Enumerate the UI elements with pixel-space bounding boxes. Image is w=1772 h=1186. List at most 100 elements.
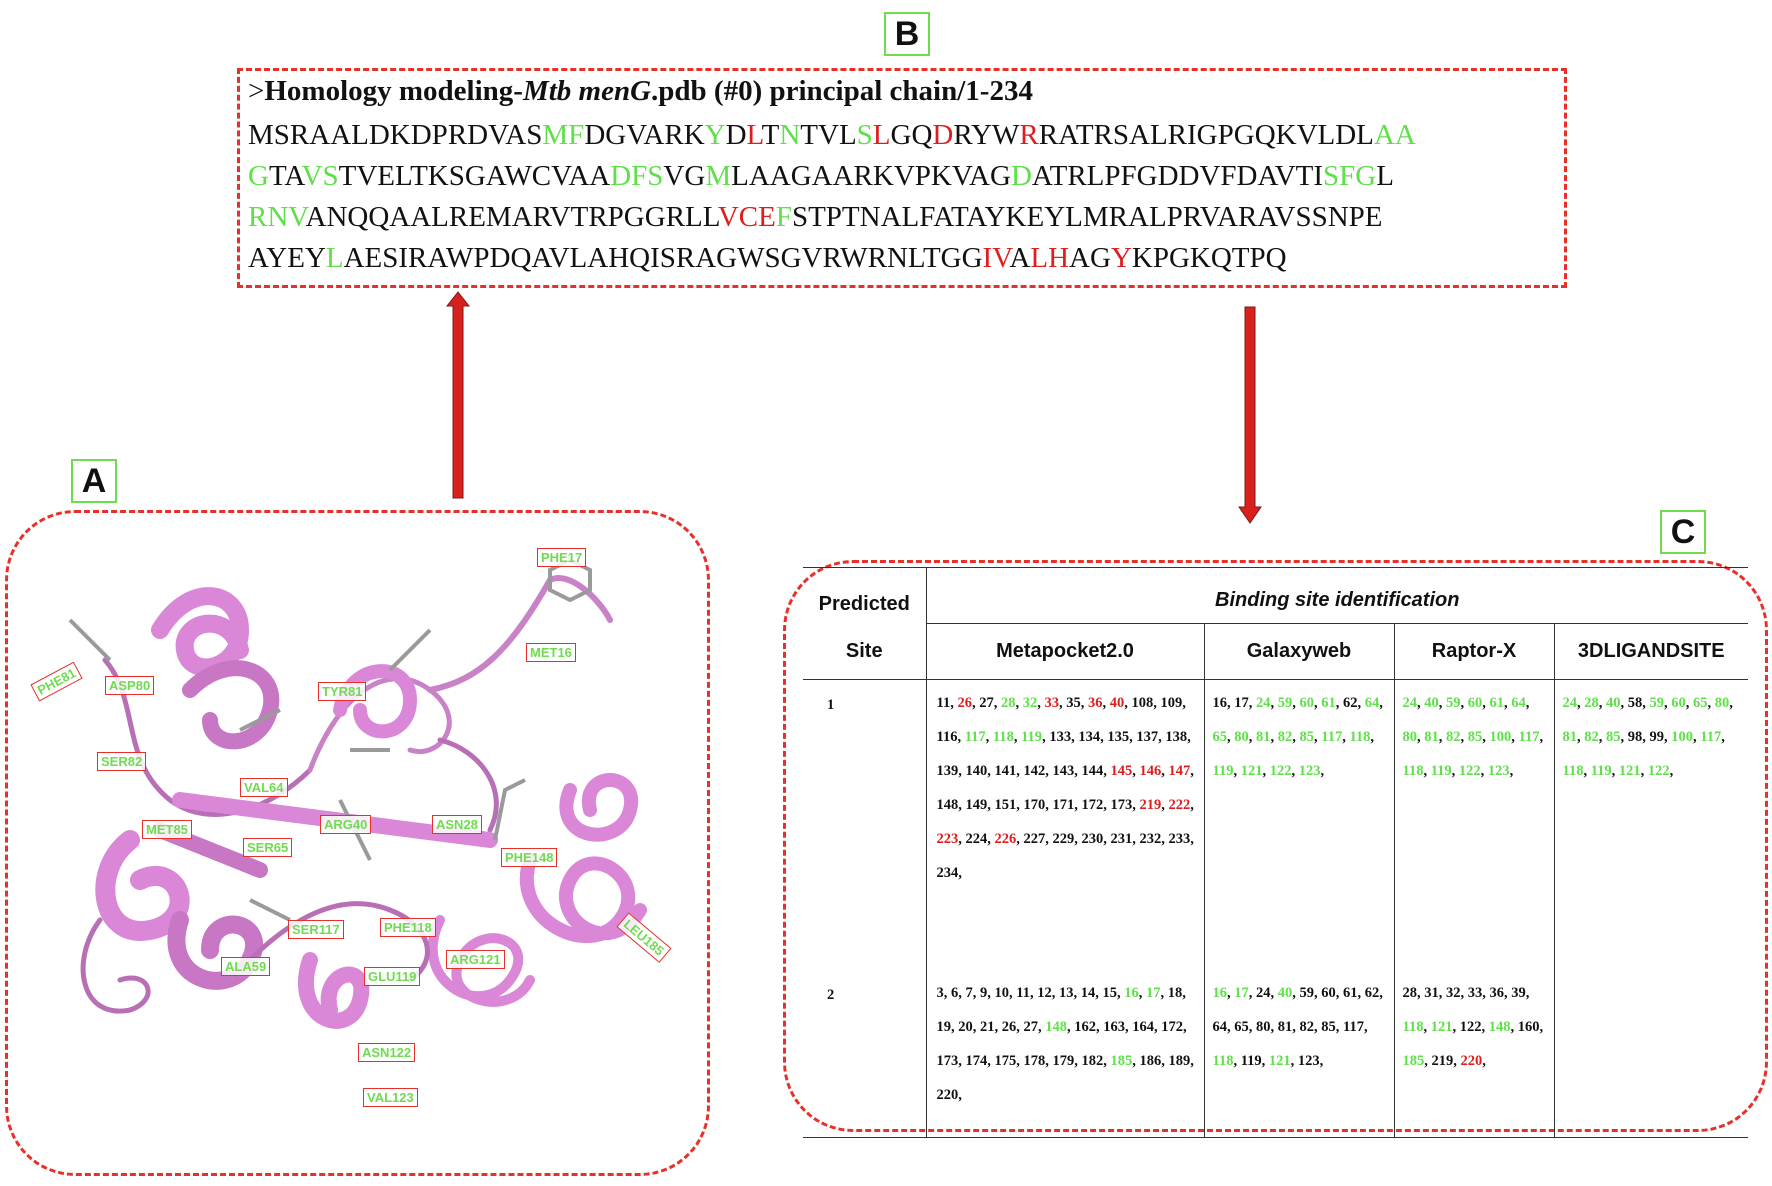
residue-separator: ,: [1080, 695, 1088, 711]
residue-number: 16: [1212, 984, 1228, 1001]
residue-separator: ,: [1342, 729, 1350, 745]
site-residues: 24, 40, 59, 60, 61, 64, 80, 81, 82, 85, …: [1394, 679, 1555, 970]
sequence-segment: STPTNALFATAYKEYLMRALPRVARAVSSNPE: [791, 201, 1383, 233]
residue-number: 65: [1234, 1018, 1249, 1035]
residue-separator: ,: [1539, 1018, 1544, 1035]
residue-separator: ,: [1511, 729, 1519, 745]
residue-separator: ,: [1074, 1052, 1082, 1069]
residue-separator: ,: [1233, 763, 1241, 779]
residue-separator: ,: [1074, 797, 1082, 813]
ribbon-loop: [437, 737, 499, 833]
residue-separator: ,: [1132, 763, 1140, 779]
residue-number: 40: [1424, 695, 1439, 711]
residue-separator: ,: [958, 797, 966, 813]
residue-number: 40: [1277, 984, 1293, 1001]
residue-separator: ,: [1598, 729, 1606, 745]
ribbon-helix: [333, 664, 418, 739]
residue-separator: ,: [1453, 1052, 1461, 1069]
sequence-segment: D: [932, 119, 954, 151]
residue-separator: ,: [1460, 695, 1468, 711]
residue-separator: ,: [1270, 695, 1278, 711]
residue-separator: ,: [1482, 984, 1490, 1001]
residue-separator: ,: [987, 1052, 995, 1069]
sequence-segment: M: [705, 160, 732, 192]
residue-number: 65: [1212, 729, 1228, 745]
sequence-segment: L: [325, 242, 344, 274]
residue-number: 32: [1022, 695, 1038, 711]
residue-separator: ,: [1190, 797, 1194, 813]
residue-number: 6: [951, 984, 959, 1001]
residue-number: 80: [1402, 729, 1418, 745]
residue-number: 137: [1136, 729, 1159, 745]
residue-number: 62: [1364, 984, 1380, 1001]
sequence-segment: RYW: [953, 119, 1020, 151]
sidechain: [239, 708, 281, 732]
ribbon-loop: [247, 901, 430, 983]
residue-number: 171: [1052, 797, 1075, 813]
residue-number: 138: [1165, 729, 1188, 745]
sequence-segment: KPGKQTPQ: [1131, 242, 1287, 274]
residue-number: 185: [1402, 1052, 1425, 1069]
site-residues: 3, 6, 7, 9, 10, 11, 12, 13, 14, 15, 16, …: [926, 969, 1205, 1138]
residue-number: 219: [1139, 797, 1162, 813]
residue-separator: ,: [1292, 1018, 1300, 1035]
residue-separator: ,: [1510, 1018, 1518, 1035]
residue-number: 119: [1590, 763, 1612, 779]
residue-separator: ,: [1073, 984, 1081, 1001]
residue-separator: ,: [972, 984, 980, 1001]
residue-number: 122: [1269, 763, 1292, 779]
residue-separator: ,: [1124, 695, 1132, 711]
residue-number: 186: [1139, 1052, 1162, 1069]
residue-separator: ,: [1379, 984, 1383, 1001]
binding-site-table-wrap: Predicted Binding site identification Si…: [803, 567, 1748, 1138]
residue-separator: ,: [1132, 831, 1140, 847]
sequence-segment: RATRSALRIGPGQKVLDL: [1038, 119, 1374, 151]
residue-separator: ,: [1424, 1052, 1432, 1069]
residue-number: 20: [958, 1018, 973, 1035]
residue-number: 234: [936, 865, 959, 881]
residue-separator: ,: [1045, 1052, 1053, 1069]
residue-number: 147: [1168, 763, 1191, 779]
sidechain: [493, 778, 526, 841]
residue-separator: ,: [1642, 729, 1650, 745]
residue-separator: ,: [1051, 984, 1059, 1001]
residue-label: TYR81: [318, 682, 367, 701]
residue-number: 163: [1103, 1018, 1125, 1035]
residue-separator: ,: [1504, 984, 1512, 1001]
residue-separator: ,: [1539, 729, 1544, 745]
residue-number: 145: [1110, 763, 1133, 779]
residue-separator: ,: [1058, 695, 1067, 711]
residue-number: 119: [1240, 1052, 1262, 1069]
residue-label: PHE17: [537, 548, 587, 567]
residue-separator: ,: [1262, 763, 1270, 779]
residue-separator: ,: [972, 1018, 980, 1035]
residue-separator: ,: [1013, 729, 1022, 745]
residue-separator: ,: [1290, 1052, 1298, 1069]
residue-number: 33: [1044, 695, 1059, 711]
residue-separator: ,: [1664, 695, 1672, 711]
residue-separator: ,: [1509, 763, 1514, 779]
residue-number: 21: [980, 1018, 995, 1035]
residue-number: 117: [1700, 729, 1722, 745]
sequence-segment: VS: [301, 160, 339, 192]
residue-number: 134: [1078, 729, 1101, 745]
residue-separator: ,: [1417, 695, 1425, 711]
residue-separator: ,: [1270, 729, 1278, 745]
ribbon-helix: [297, 952, 370, 1029]
sequence-segment: L: [746, 119, 762, 151]
residue-number: 27: [1023, 1018, 1039, 1035]
predicted-header-1: Predicted: [803, 567, 927, 624]
residue-number: 81: [1562, 729, 1578, 745]
residue-number: 99: [1649, 729, 1665, 745]
residue-separator: ,: [1482, 1052, 1486, 1069]
residue-separator: ,: [1045, 831, 1053, 847]
residue-number: 133: [1049, 729, 1072, 745]
residue-number: 24: [1256, 984, 1271, 1001]
residue-separator: ,: [1729, 695, 1733, 711]
residue-number: 118: [1212, 1052, 1234, 1069]
residue-number: 118: [1402, 763, 1424, 779]
residue-separator: ,: [1009, 984, 1017, 1001]
residue-separator: ,: [1103, 797, 1111, 813]
residue-separator: ,: [1314, 729, 1322, 745]
sequence-segment: T: [761, 119, 780, 151]
